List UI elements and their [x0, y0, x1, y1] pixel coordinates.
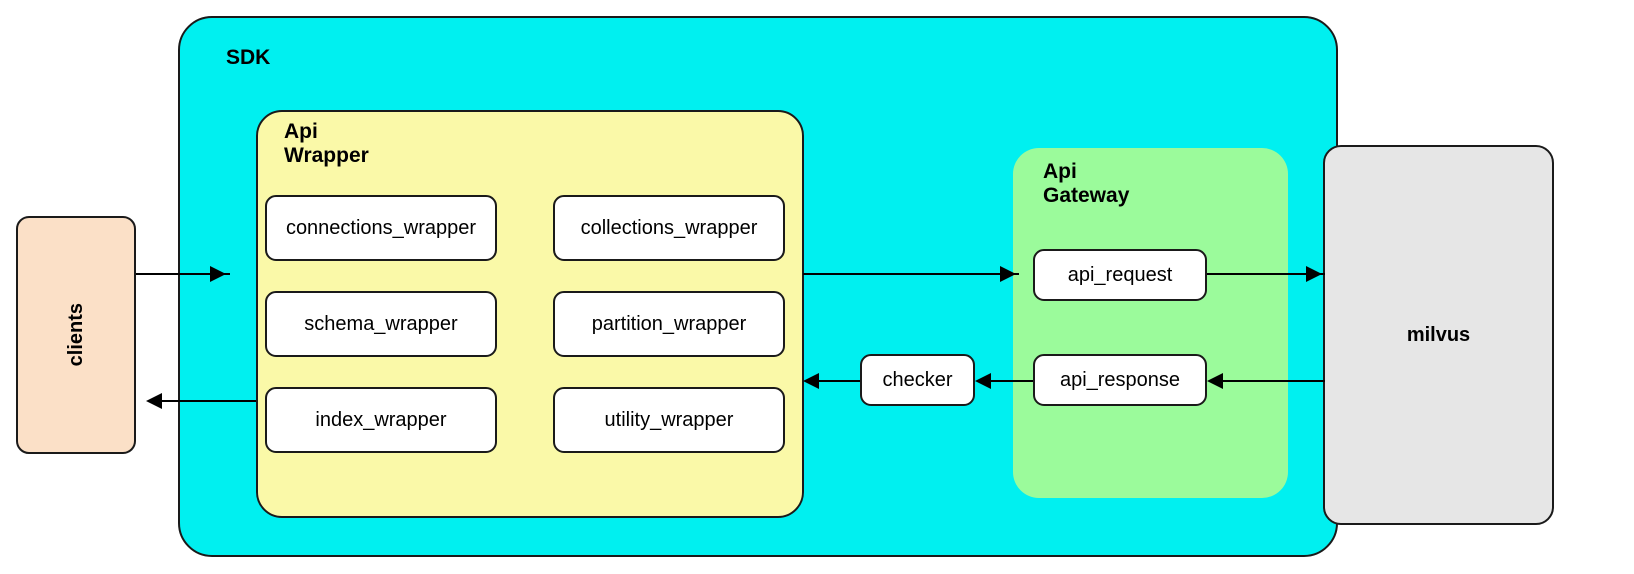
node-api-request[interactable]: api_request [1033, 249, 1207, 301]
container-api-gateway-label: Api Gateway [1043, 160, 1130, 208]
node-partition-wrapper[interactable]: partition_wrapper [553, 291, 785, 357]
node-index-wrapper-label: index_wrapper [315, 408, 447, 431]
node-milvus[interactable]: milvus [1323, 145, 1554, 525]
node-utility-wrapper[interactable]: utility_wrapper [553, 387, 785, 453]
node-checker[interactable]: checker [860, 354, 975, 406]
node-schema-wrapper-label: schema_wrapper [304, 312, 458, 335]
edge-api-request-to-milvus-line [1207, 273, 1325, 275]
edge-api-response-to-checker-arrowhead [975, 373, 991, 389]
node-collections-wrapper-label: collections_wrapper [580, 216, 758, 239]
edge-checker-to-api-wrapper-arrowhead [803, 373, 819, 389]
node-connections-wrapper-label: connections_wrapper [285, 216, 477, 239]
node-schema-wrapper[interactable]: schema_wrapper [265, 291, 497, 357]
edge-clients-to-api-wrapper-line [136, 273, 230, 275]
edge-api-wrapper-to-api-request-arrowhead [1000, 266, 1016, 282]
node-clients-label: clients [64, 303, 87, 367]
edge-api-response-to-checker-line [991, 380, 1033, 382]
node-connections-wrapper[interactable]: connections_wrapper [265, 195, 497, 261]
edge-clients-to-api-wrapper-arrowhead [210, 266, 226, 282]
edge-api-request-to-milvus-arrowhead [1306, 266, 1322, 282]
edge-milvus-to-api-response-arrowhead [1207, 373, 1223, 389]
edge-milvus-to-api-response-line [1223, 380, 1325, 382]
node-api-response[interactable]: api_response [1033, 354, 1207, 406]
node-api-response-label: api_response [1059, 368, 1181, 391]
node-utility-wrapper-label: utility_wrapper [604, 408, 734, 431]
node-clients[interactable]: clients [16, 216, 136, 454]
edge-api-wrapper-to-clients-line [162, 400, 256, 402]
node-milvus-label: milvus [1406, 323, 1471, 346]
container-api-wrapper-label: Api Wrapper [284, 120, 369, 168]
node-index-wrapper[interactable]: index_wrapper [265, 387, 497, 453]
node-partition-wrapper-label: partition_wrapper [591, 312, 747, 335]
edge-api-wrapper-to-api-request-line [803, 273, 1019, 275]
node-api-request-label: api_request [1067, 263, 1173, 286]
edge-api-wrapper-to-clients-arrowhead [146, 393, 162, 409]
container-sdk-label: SDK [226, 46, 271, 69]
node-collections-wrapper[interactable]: collections_wrapper [553, 195, 785, 261]
node-checker-label: checker [882, 368, 953, 391]
container-api-gateway[interactable]: Api Gateway [1013, 148, 1288, 498]
edge-checker-to-api-wrapper-line [819, 380, 860, 382]
